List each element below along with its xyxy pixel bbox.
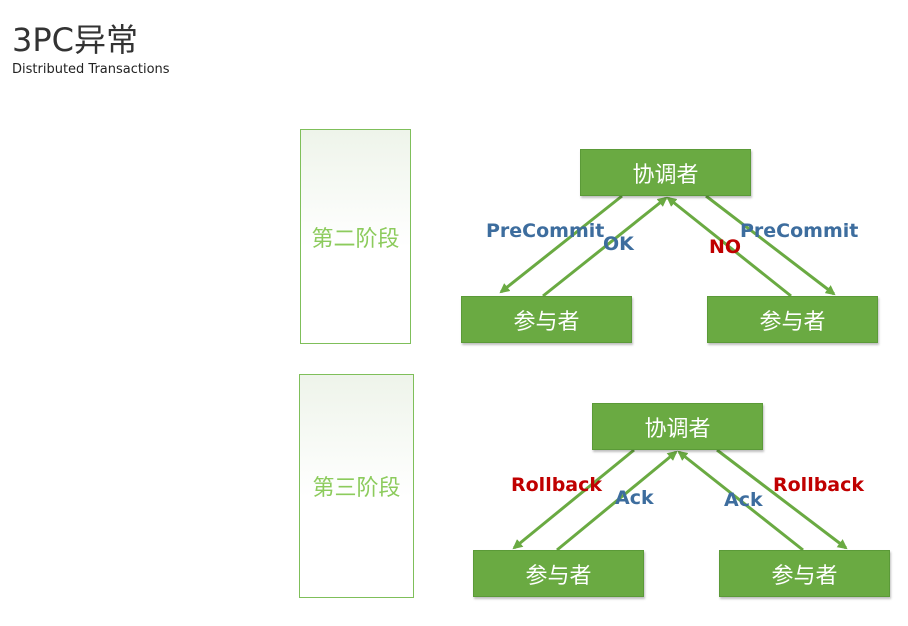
top-label-ok: OK bbox=[603, 233, 634, 255]
arrow-bottom-coordinator-to-left bbox=[512, 448, 635, 550]
arrow-bottom-left-to-coordinator bbox=[556, 450, 678, 552]
bottom-label-ack-right: Ack bbox=[724, 489, 763, 511]
page-title: 3PC异常 bbox=[12, 21, 139, 59]
page-subtitle: Distributed Transactions bbox=[12, 62, 170, 77]
phase-2-label: 第二阶段 bbox=[311, 226, 400, 252]
top-label-precommit-right: PreCommit bbox=[740, 220, 859, 242]
arrow-top-right-to-coordinator bbox=[666, 196, 792, 298]
bottom-participant-left-box: 参与者 bbox=[473, 550, 644, 597]
phase-2-panel: 第二阶段 bbox=[300, 129, 411, 344]
bottom-label-rollback-right: Rollback bbox=[773, 474, 865, 496]
arrow-top-coordinator-to-right bbox=[705, 194, 836, 296]
bottom-label-rollback-left: Rollback bbox=[511, 474, 603, 496]
arrow-top-left-to-coordinator bbox=[542, 196, 668, 298]
arrow-bottom-coordinator-to-right bbox=[716, 448, 848, 550]
phase-3-label: 第三阶段 bbox=[312, 476, 401, 501]
top-participant-left-box: 参与者 bbox=[461, 296, 632, 343]
bottom-participant-right-box: 参与者 bbox=[719, 550, 890, 597]
bottom-coordinator-box: 协调者 bbox=[592, 403, 763, 450]
top-label-precommit-left: PreCommit bbox=[486, 220, 605, 242]
top-coordinator-box: 协调者 bbox=[580, 149, 751, 196]
top-label-no: NO bbox=[709, 236, 742, 258]
top-participant-right-box: 参与者 bbox=[707, 296, 878, 343]
phase-3-panel: 第三阶段 bbox=[299, 374, 414, 598]
bottom-label-ack-left: Ack bbox=[615, 487, 654, 509]
arrow-top-coordinator-to-left bbox=[499, 194, 623, 294]
arrow-bottom-right-to-coordinator bbox=[677, 450, 804, 552]
